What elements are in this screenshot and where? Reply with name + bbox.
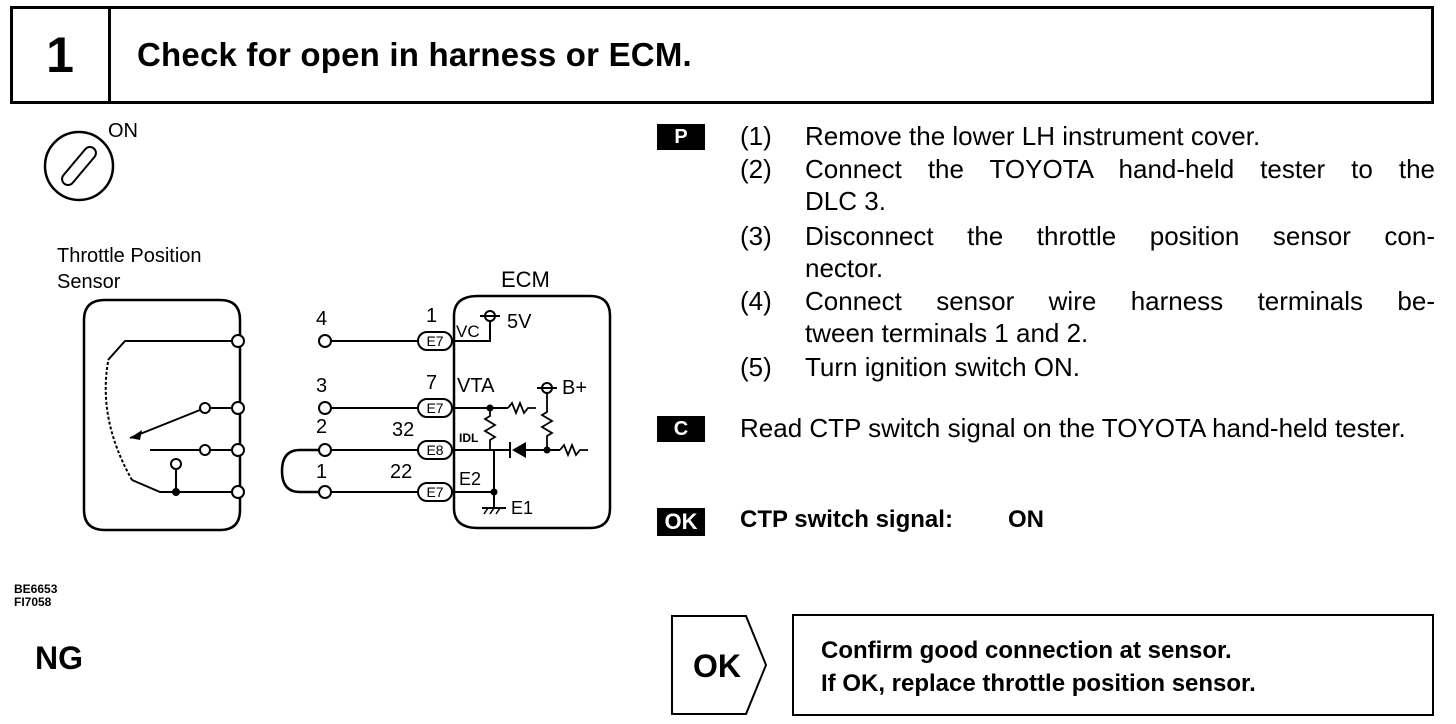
step-header-box [10, 6, 1434, 104]
step-num-5: (5) [740, 352, 772, 382]
circuit-diagram: ON Throttle Position Sensor ECM 4 3 2 1 … [43, 120, 612, 532]
harness-pin-1: 1 [316, 461, 327, 483]
connector-e7-vc: E7 [417, 331, 453, 351]
ecm-body [452, 294, 612, 530]
ecm-label: ECM [501, 267, 550, 292]
ecm-pin-1: 1 [426, 305, 437, 327]
five-volt-label: 5V [507, 311, 532, 333]
ignition-on-label: ON [108, 120, 138, 142]
e2-label: E2 [459, 469, 481, 489]
spec-label: CTP switch signal: [740, 506, 953, 533]
sensor-terminal-4 [231, 334, 245, 348]
step-text-4-line1: Connect sensor wire harness terminals be… [805, 286, 1435, 316]
ignition-switch-icon [43, 130, 115, 202]
sensor-body [82, 298, 242, 532]
step-text-2-line2: DLC 3. [805, 186, 886, 216]
procedure-badge: P [657, 124, 705, 150]
svg-text:E7: E7 [426, 484, 443, 500]
ng-label: NG [35, 640, 83, 676]
vta-label: VTA [457, 375, 495, 397]
ecm-pin-22: 22 [390, 461, 412, 483]
sensor-terminal-3 [231, 401, 245, 415]
ok-arrow-box [671, 615, 768, 715]
jumper-wire [280, 448, 319, 494]
vc-label: VC [456, 322, 480, 341]
step-text-3-line1: Disconnect the throttle position sensor … [805, 221, 1435, 251]
result-line-2: If OK, replace throttle position sensor. [821, 670, 1256, 697]
diode-symbol [512, 442, 526, 458]
svg-text:E8: E8 [426, 442, 443, 458]
sensor-terminal-1 [231, 485, 245, 499]
connector-e8-idl: E8 [417, 440, 453, 460]
step-num-3: (3) [740, 221, 772, 251]
figure-code-2: FI7058 [14, 595, 52, 609]
ecm-pin-7: 7 [426, 372, 437, 394]
harness-pin-2: 2 [316, 416, 327, 438]
svg-text:E7: E7 [426, 400, 443, 416]
sensor-label-line2: Sensor [57, 271, 121, 293]
connector-e7-vta: E7 [417, 398, 453, 418]
svg-text:E7: E7 [426, 333, 443, 349]
step-num-2: (2) [740, 154, 772, 184]
figure-code-1: BE6653 [14, 582, 58, 596]
b-plus-label: B+ [562, 377, 587, 399]
ecm-pin-32: 32 [392, 419, 414, 441]
idl-label: IDL [459, 431, 478, 445]
spec-ok-badge: OK [657, 508, 705, 536]
ok-label: OK [693, 648, 741, 684]
spec-value: ON [1008, 506, 1044, 533]
step-num-4: (4) [740, 286, 772, 316]
sensor-label-line1: Throttle Position [57, 245, 202, 267]
step-text-3-line2: nector. [805, 253, 884, 283]
step-text-4-line2: tween terminals 1 and 2. [805, 318, 1089, 348]
sensor-terminal-2 [231, 443, 245, 457]
harness-pin-4: 4 [316, 308, 327, 330]
harness-pin-3: 3 [316, 375, 327, 397]
step-text-5: Turn ignition switch ON. [805, 352, 1081, 382]
step-num-1: (1) [740, 121, 772, 151]
step-text-1: Remove the lower LH instrument cover. [805, 121, 1261, 151]
check-text: Read CTP switch signal on the TOYOTA han… [740, 413, 1406, 443]
step-text-2-line1: Connect the TOYOTA hand-held tester to t… [805, 154, 1435, 184]
result-box [792, 614, 1434, 716]
step-number: 1 [46, 27, 74, 83]
header-divider [108, 6, 111, 104]
e1-label: E1 [511, 498, 533, 518]
step-title: Check for open in harness or ECM. [137, 36, 692, 73]
result-line-1: Confirm good connection at sensor. [821, 637, 1232, 664]
check-badge: C [657, 416, 705, 442]
connector-e7-e2: E7 [417, 482, 453, 502]
